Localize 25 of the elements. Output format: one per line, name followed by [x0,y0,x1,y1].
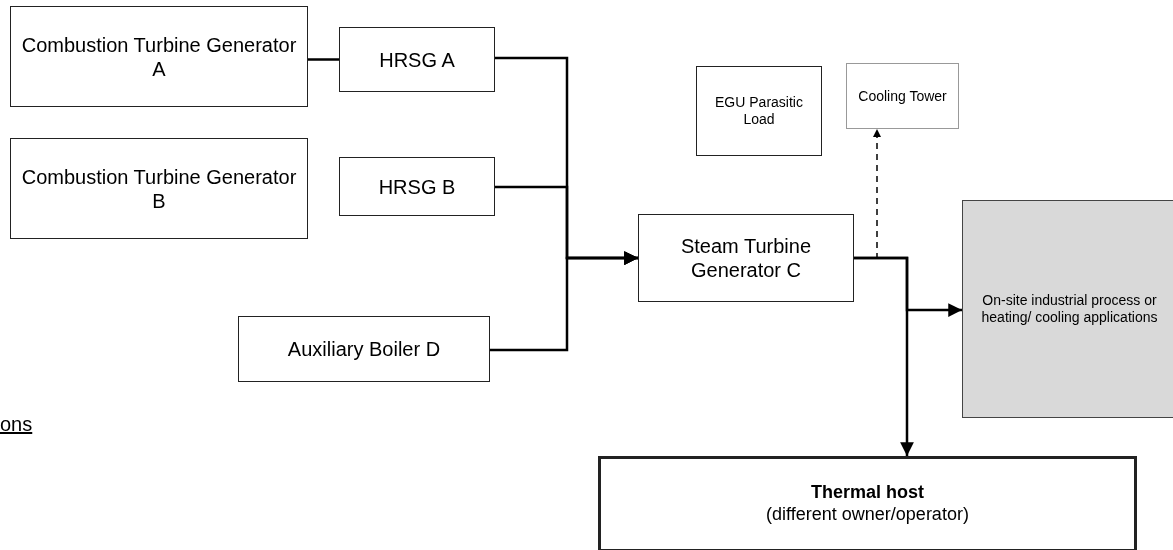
process-box [638,214,854,302]
process-box [339,157,495,216]
section-heading: ons [0,413,33,436]
box-heading: Thermal host [810,482,925,504]
box-text: Combustion Turbine Generator B [20,164,298,213]
box-text: HRSG A [378,47,456,72]
arrow [490,251,638,352]
arrow [854,256,914,456]
connector-line [308,58,339,61]
box-text: Steam Turbine Generator C [679,234,813,282]
host-box [598,456,1137,550]
process-box [846,63,959,129]
box-text: EGU Parasitic Load [714,94,804,128]
process-box [339,27,495,92]
process-box [238,316,490,382]
box-text: Cooling Tower [857,87,948,105]
box-text: HRSG B [377,174,457,199]
process-box [10,6,308,107]
box-text: Combustion Turbine Generator A [20,32,298,81]
box-text: (different owner/operator) [765,504,970,526]
box-text: On-site industrial process or heating/ cooling applications [980,292,1159,326]
process-box [696,66,822,156]
box-text: Auxiliary Boiler D [286,337,442,361]
process-box [10,138,308,239]
process-box [962,200,1173,418]
